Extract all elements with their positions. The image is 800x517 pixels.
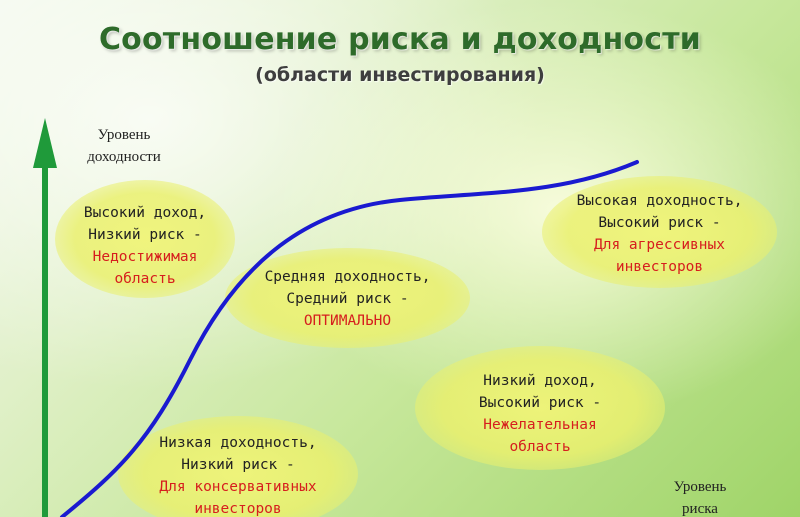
zone-line: Низкий доход, xyxy=(483,373,597,389)
zone-line: Средний риск - xyxy=(286,291,409,307)
zone-optimal: Средняя доходность, Средний риск - ОПТИМ… xyxy=(225,266,470,332)
zone-accent-line: ОПТИМАЛЬНО xyxy=(303,313,392,329)
zone-line: Низкий риск - xyxy=(88,227,202,243)
zone-accent-line: инвесторов xyxy=(615,259,704,275)
risk-return-curve xyxy=(60,160,639,517)
zone-highlight-unattainable xyxy=(55,180,235,298)
zone-highlight-conservative xyxy=(118,416,358,517)
zone-accent-line: Недостижимая xyxy=(92,249,198,265)
zone-line: Высокий риск - xyxy=(478,395,602,411)
y-axis-label: Уровень доходности xyxy=(64,124,184,168)
zone-highlight-undesirable xyxy=(415,346,665,470)
zone-line: Высокая доходность, xyxy=(576,193,743,209)
y-axis-line xyxy=(42,160,48,517)
zone-undesirable: Низкий доход, Высокий риск - Нежелательн… xyxy=(415,370,665,458)
x-axis-label-line: риска xyxy=(682,501,718,517)
zone-aggressive: Высокая доходность, Высокий риск - Для а… xyxy=(542,190,777,278)
zone-line: Высокий доход, xyxy=(83,205,207,221)
y-axis-label-line: Уровень xyxy=(97,127,151,143)
zone-accent-line: Нежелательная xyxy=(483,417,597,433)
zone-line: Низкая доходность, xyxy=(159,435,317,451)
zone-line: Средняя доходность, xyxy=(264,269,431,285)
zone-accent-line: инвесторов xyxy=(194,501,282,517)
zone-accent-line: область xyxy=(509,439,571,455)
zone-highlight-aggressive xyxy=(542,176,777,288)
y-axis-arrowhead xyxy=(33,118,57,168)
page-title: Соотношение риска и доходности xyxy=(98,22,702,57)
zone-highlight-optimal xyxy=(225,248,470,348)
page-subtitle: (области инвестирования) xyxy=(255,64,545,86)
zone-accent-line: область xyxy=(114,271,176,287)
zone-accent-line: Для консервативных xyxy=(159,479,317,495)
y-axis-label-line: доходности xyxy=(87,149,161,165)
x-axis-label-line: Уровень xyxy=(673,479,727,495)
zone-line: Высокий риск - xyxy=(598,215,721,231)
zone-line: Низкий риск - xyxy=(181,457,295,473)
zone-unattainable: Высокий доход, Низкий риск - Недостижима… xyxy=(55,202,235,290)
zone-conservative: Низкая доходность, Низкий риск - Для кон… xyxy=(118,432,358,517)
zone-accent-line: Для агрессивных xyxy=(594,237,725,253)
x-axis-label: Уровень риска xyxy=(640,476,760,517)
